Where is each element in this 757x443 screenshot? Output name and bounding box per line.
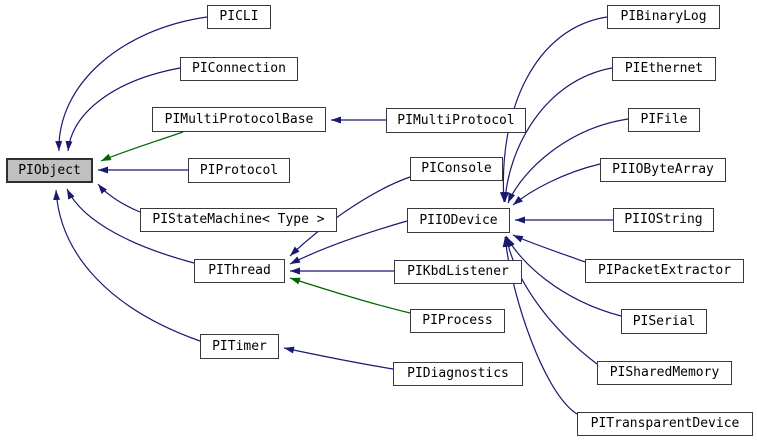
edge-PIDiagnostics-to-PITimer [283,346,394,370]
node-pibinarylog[interactable]: PIBinaryLog [607,5,720,29]
node-pitimer[interactable]: PITimer [200,334,279,359]
edge-PICLI-to-PIObject [55,16,208,152]
node-piprocess[interactable]: PIProcess [410,309,505,333]
node-pithread[interactable]: PIThread [194,259,285,283]
node-piserial[interactable]: PISerial [621,309,707,334]
edge-PIThread-to-PIObject [66,188,195,264]
node-pifile[interactable]: PIFile [628,108,700,132]
edge-PIPacketExtractor-to-PIIODevice [512,234,586,263]
node-piconnection[interactable]: PIConnection [180,57,298,81]
node-pimultiprotocolbase[interactable]: PIMultiProtocolBase [152,107,326,132]
edge-PIEthernet-to-PIIODevice [502,67,613,203]
edge-PIIOByteArray-to-PIIODevice [512,163,601,206]
edge-PIConnection-to-PIObject [65,67,181,152]
node-pistatemachine[interactable]: PIStateMachine< Type > [140,208,337,232]
node-pimultiprotocol[interactable]: PIMultiProtocol [386,108,526,133]
edge-PISerial-to-PIIODevice [506,236,622,317]
node-piiobytearray[interactable]: PIIOByteArray [600,158,726,182]
node-pitransparentdevice[interactable]: PITransparentDevice [577,412,753,436]
node-pidiagnostics[interactable]: PIDiagnostics [393,362,523,386]
node-pipacketextractor[interactable]: PIPacketExtractor [585,259,744,283]
edge-PIFile-to-PIIODevice [507,118,629,204]
node-piobject: PIObject [6,158,93,183]
edge-PIBinaryLog-to-PIIODevice [499,16,608,203]
node-piprotocol[interactable]: PIProtocol [188,158,290,183]
node-piethernet[interactable]: PIEthernet [612,57,716,81]
edge-PIStateMachine-to-PIObject [97,183,141,213]
edge-PISharedMemory-to-PIIODevice [504,235,598,365]
edge-PIMultiProtocolBase-to-PIObject [100,131,184,162]
node-pisharedmemory[interactable]: PISharedMemory [597,361,732,385]
edge-PIIODevice-to-PIThread [289,220,408,265]
node-picli[interactable]: PICLI [207,5,271,29]
edge-PITimer-to-PIObject [53,189,201,342]
node-piconsole[interactable]: PIConsole [410,157,503,181]
edge-PIProcess-to-PIThread [289,277,411,314]
node-pikbdlistener[interactable]: PIKbdListener [394,260,522,284]
node-piiodevice[interactable]: PIIODevice [407,208,510,233]
edge-PIConsole-to-PIThread [289,176,411,257]
node-piiostring[interactable]: PIIOString [613,208,714,232]
